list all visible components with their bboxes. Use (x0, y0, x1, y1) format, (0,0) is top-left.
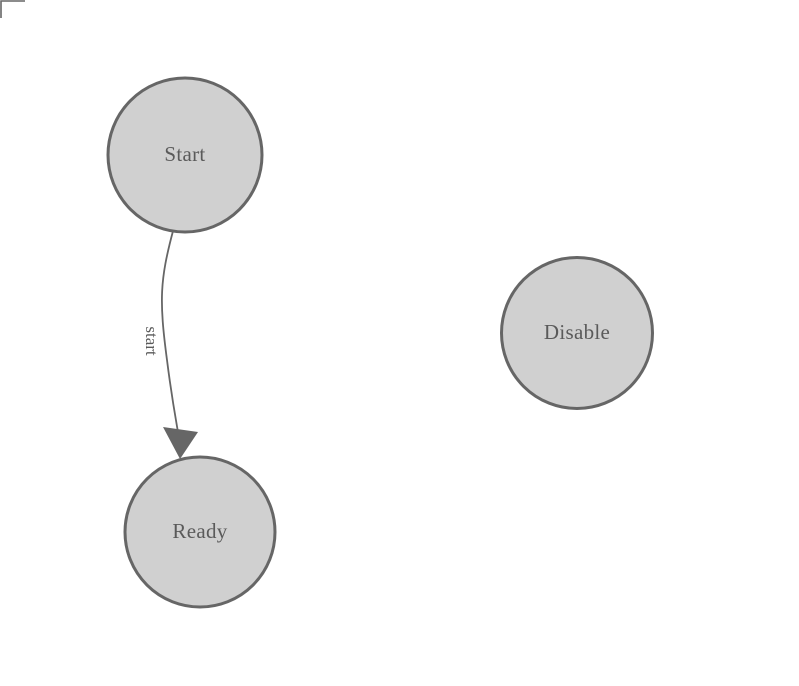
node-ready[interactable]: Ready (123, 455, 277, 609)
edge-label-start: start (142, 326, 161, 356)
node-start-label: Start (164, 142, 205, 166)
arrowhead-icon (163, 427, 198, 459)
node-ready-label: Ready (172, 519, 227, 543)
edge-start-to-ready[interactable]: start (142, 230, 198, 459)
node-disable-circle (500, 256, 654, 410)
top-left-corner-bracket-icon (0, 0, 25, 18)
edge-line (161, 230, 180, 439)
node-start-circle (106, 76, 264, 234)
node-disable[interactable]: Disable (500, 256, 654, 410)
node-start[interactable]: Start (106, 76, 264, 234)
node-disable-label: Disable (544, 320, 610, 344)
node-ready-circle (123, 455, 277, 609)
